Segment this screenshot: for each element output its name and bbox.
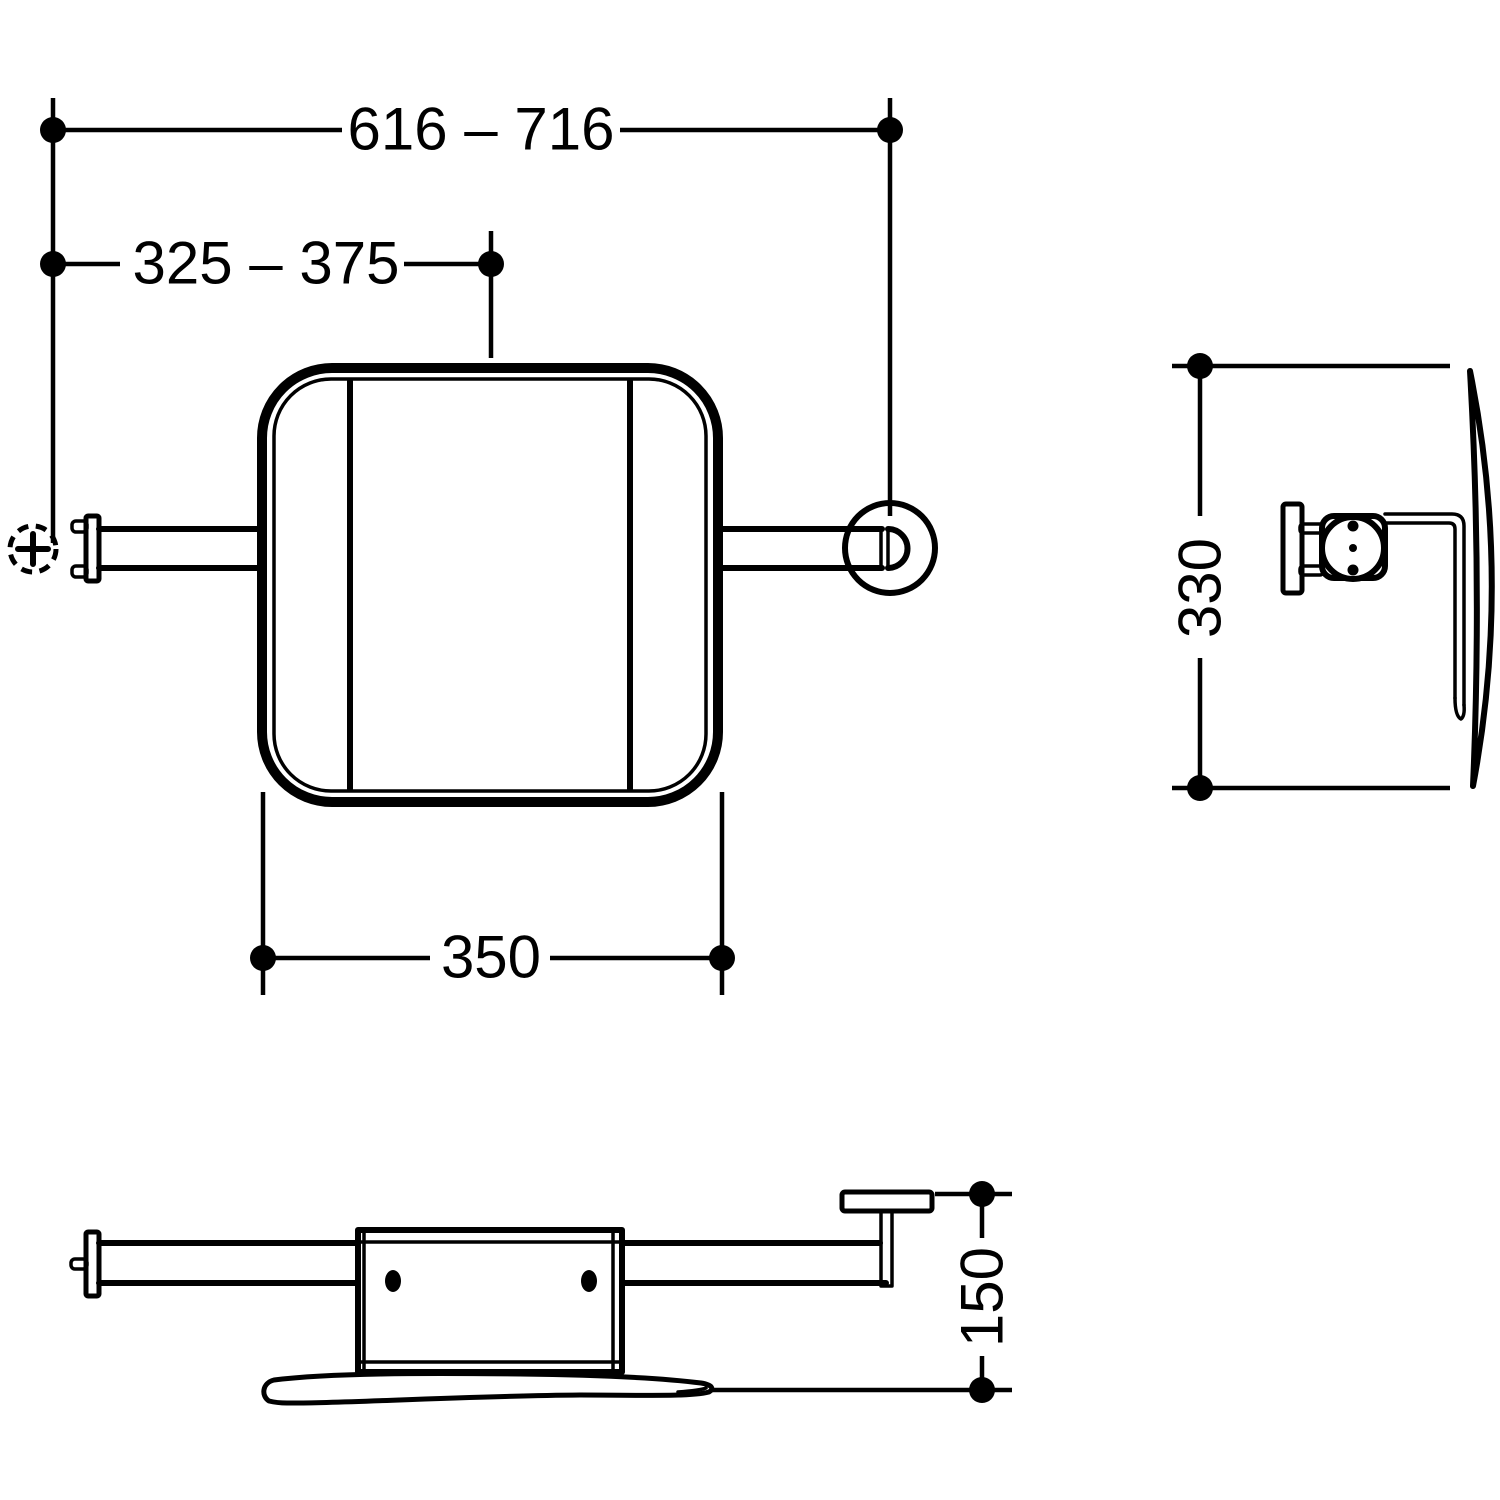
rose-circle	[842, 500, 938, 596]
bracket-screw-hole	[581, 1270, 597, 1292]
wall-rose	[842, 500, 938, 596]
mounting-bar-top	[96, 1240, 889, 1286]
support-arm	[1383, 512, 1466, 721]
screw-pin	[69, 1257, 89, 1271]
fixing-point-marker	[7, 523, 59, 575]
bar-end-cap-base	[879, 527, 890, 570]
dimension-endpoint-dot	[40, 251, 66, 277]
mounting-bracket-top	[355, 1227, 625, 1375]
dim-pad-height: 330	[1167, 353, 1450, 801]
joint-screw-dot	[1347, 564, 1359, 576]
dimension-endpoint-dot	[709, 945, 735, 971]
arm-foot	[1453, 696, 1466, 721]
dimension-label-mounting-depth: 150	[949, 1247, 1016, 1347]
front-view: 616 – 716 325 – 375	[7, 96, 938, 995]
dimension-label-wall-to-center: 325 – 375	[133, 230, 400, 297]
backrest-pad-side	[1467, 368, 1495, 789]
flange-stem	[879, 1209, 894, 1288]
arm-outer-line	[1383, 512, 1466, 707]
dim-overall-width: 616 – 716	[40, 96, 903, 543]
side-view: 330	[1167, 353, 1495, 801]
swivel-joint	[1319, 513, 1388, 582]
crosshair-icon	[15, 531, 51, 567]
joint-center-dot	[1349, 544, 1357, 552]
bar-left-segment	[96, 526, 265, 571]
dimension-endpoint-dot	[478, 251, 504, 277]
dim-mounting-depth: 150	[710, 1181, 1016, 1403]
dimension-endpoint-dot	[250, 945, 276, 971]
joint-screw-dot	[1347, 520, 1359, 532]
top-view: 150	[69, 1181, 1016, 1406]
dimension-label-pad-height: 330	[1167, 538, 1234, 638]
bar-right-segment	[619, 1240, 889, 1286]
bar-end-cap	[885, 526, 911, 571]
wall-plate-top	[69, 1229, 102, 1299]
arm-inner-line	[1383, 521, 1457, 700]
fixing-point-circle	[7, 523, 59, 575]
pad-inner-outline	[272, 377, 708, 793]
wall-flange-top	[839, 1189, 935, 1288]
dimension-endpoint-dot	[969, 1181, 995, 1207]
pad-side-profile	[1467, 368, 1495, 789]
dimension-endpoint-dot	[877, 117, 903, 143]
flange-plate	[839, 1189, 935, 1214]
dimension-endpoint-dot	[1187, 775, 1213, 801]
wall-plate	[83, 513, 102, 584]
pad-outer-outline	[257, 363, 723, 807]
wall-plate-front	[70, 513, 102, 584]
pad-top-profile	[261, 1371, 715, 1406]
screw-pin-top	[70, 519, 89, 534]
backrest-pad-front	[257, 363, 723, 807]
dimension-label-overall-width: 616 – 716	[348, 96, 615, 163]
screw-pin-bottom	[70, 564, 89, 579]
dim-pad-width: 350	[250, 792, 735, 995]
backrest-pad-top	[261, 1371, 715, 1406]
bracket-outline	[355, 1227, 625, 1375]
bracket-inner-lines	[356, 1228, 624, 1374]
dim-wall-to-center: 325 – 375	[40, 230, 504, 358]
dimension-endpoint-dot	[40, 117, 66, 143]
wall-plate	[1280, 501, 1305, 596]
dimension-endpoint-dot	[969, 1377, 995, 1403]
dimension-endpoint-dot	[1187, 353, 1213, 379]
dimension-label-pad-width: 350	[441, 924, 541, 991]
mounting-bar-front	[96, 526, 911, 571]
pad-top-tip-line	[676, 1386, 708, 1394]
bar-right-segment	[715, 526, 885, 571]
bracket-screw-hole	[385, 1270, 401, 1292]
bar-left-segment	[96, 1240, 361, 1286]
